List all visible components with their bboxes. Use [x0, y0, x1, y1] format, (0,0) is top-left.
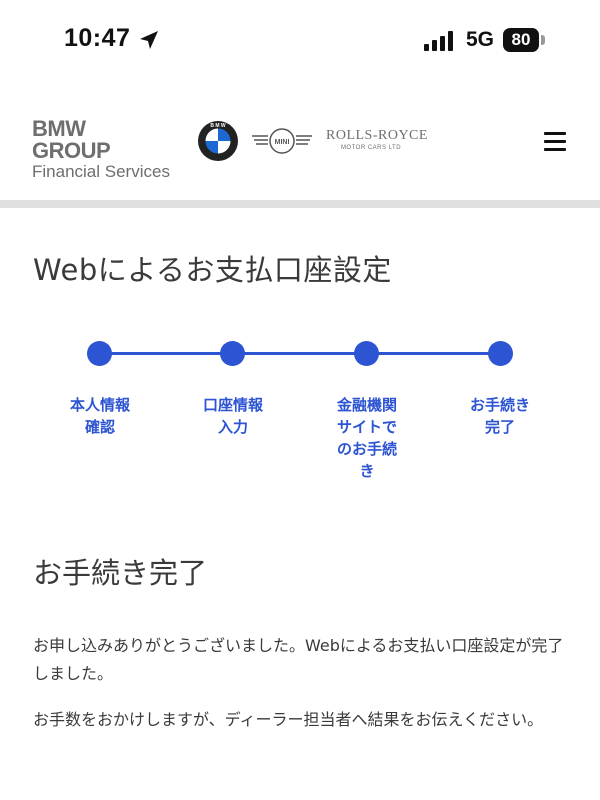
- mini-logo: MINI: [252, 128, 312, 154]
- step-label-1: 本人情報確認: [69, 396, 130, 436]
- step-dot-1: [87, 341, 112, 366]
- step-dot-3: [354, 341, 379, 366]
- battery-icon: 80: [503, 28, 539, 52]
- rr-title: ROLLS-ROYCE: [326, 128, 428, 143]
- step-dot-2: [220, 341, 245, 366]
- location-arrow-icon: [140, 31, 158, 49]
- step-label-3: 金融機関サイトでのお手続き: [336, 396, 397, 480]
- rolls-royce-logo: ROLLS-ROYCE MOTOR CARS LTD: [326, 128, 428, 151]
- network-type: 5G: [466, 28, 495, 51]
- step-label-4: お手続き完了: [469, 396, 530, 436]
- status-bar: 10:47 5G 80: [0, 0, 600, 84]
- site-header: BMW GROUP Financial Services B M W MINI …: [0, 100, 600, 200]
- brand-subtitle: Financial Services: [32, 162, 170, 181]
- brand-line1: BMW: [32, 116, 86, 141]
- step-label-2: 口座情報入力: [202, 396, 263, 436]
- bmw-roundel-logo: B M W: [198, 121, 238, 161]
- completion-title: お手続き完了: [33, 556, 208, 590]
- hamburger-menu-icon[interactable]: [544, 132, 566, 152]
- bmw-logo-text: B M W: [210, 123, 226, 129]
- mini-logo-text: MINI: [275, 139, 290, 146]
- stepper-line: [99, 352, 501, 355]
- battery-cap: [541, 35, 545, 45]
- brand-line2: GROUP: [32, 138, 111, 163]
- bmw-group-logo[interactable]: BMW GROUP: [32, 116, 111, 163]
- step-dot-4: [488, 341, 513, 366]
- dealer-notice: お手数をおかけしますが、ディーラー担当者へ結果をお伝えください。: [33, 710, 544, 729]
- rr-subtitle: MOTOR CARS LTD: [340, 145, 402, 151]
- page-title: Webによるお支払口座設定: [33, 253, 392, 287]
- progress-stepper: 本人情報確認 口座情報入力 金融機関サイトでのお手続き お手続き完了: [0, 330, 600, 500]
- status-time: 10:47: [64, 24, 131, 52]
- completion-message: お申し込みありがとうございました。Webによるお支払い口座設定が完了しました。: [33, 636, 564, 683]
- cellular-signal-icon: [424, 31, 453, 51]
- header-divider: [0, 200, 600, 208]
